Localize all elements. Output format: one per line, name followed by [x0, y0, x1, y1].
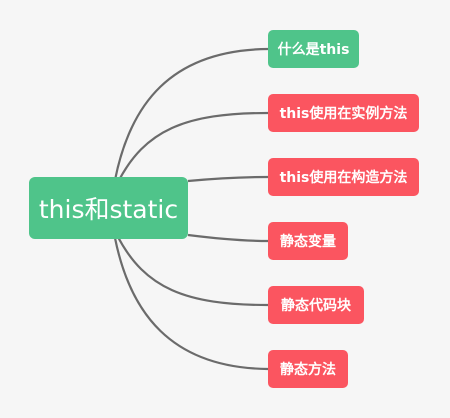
connector-to-static-block: [117, 236, 269, 307]
connector-to-static-method: [113, 237, 269, 371]
topic-this-in-instance-method[interactable]: this使用在实例方法: [268, 94, 419, 132]
connector-to-constructor: [187, 175, 269, 183]
connector-to-what-is-this: [113, 47, 269, 181]
connector-to-static-variable: [187, 233, 269, 243]
topic-static-code-block[interactable]: 静态代码块: [268, 286, 364, 324]
topic-what-is-this[interactable]: 什么是this: [268, 30, 359, 68]
topic-static-method[interactable]: 静态方法: [268, 350, 348, 388]
root-node[interactable]: this和static: [29, 177, 188, 239]
topic-this-in-constructor[interactable]: this使用在构造方法: [268, 158, 419, 196]
topic-static-variable[interactable]: 静态变量: [268, 222, 348, 260]
connector-to-instance-method: [117, 111, 269, 183]
